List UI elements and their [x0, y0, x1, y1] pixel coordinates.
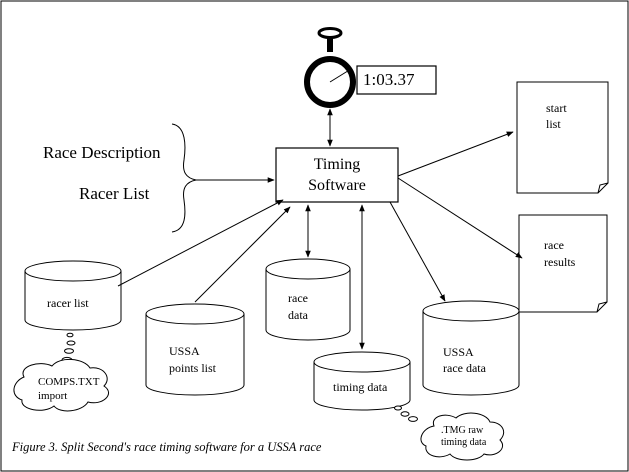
timer-readout: 1:03.37 [363, 70, 415, 89]
ussa-race-line2: race data [443, 361, 486, 375]
comps-cloud-line2: import [38, 390, 68, 402]
racer-list-label: Racer List [79, 184, 150, 203]
start-list-line1: start [546, 101, 567, 115]
start-list-document [516, 81, 609, 194]
tmg-thought-trail [394, 405, 418, 422]
tmg-cloud [420, 412, 505, 461]
race-description-label: Race Description [43, 143, 161, 162]
start-list-line2: list [546, 117, 561, 131]
tmg-cloud-line1: .TMG raw [441, 425, 484, 436]
software-results-arrow [397, 177, 523, 259]
ussa-points-list-cylinder [145, 303, 245, 396]
timing-data-cylinder [313, 351, 411, 411]
stopwatch-icon [304, 27, 356, 108]
software-label-line2: Software [308, 177, 366, 194]
ussa-race-line1: USSA [443, 345, 474, 359]
ussa-points-line2: points list [169, 361, 217, 375]
comps-thought-trail [61, 332, 76, 364]
tmg-cloud-line2: timing data [441, 437, 487, 448]
race-results-line2: results [544, 255, 576, 269]
racerlist-software-arrow [117, 199, 284, 287]
racer-list-cylinder-label: racer list [47, 296, 89, 310]
race-data-line1: race [288, 291, 308, 305]
timer-readout-box [356, 65, 437, 95]
race-results-line1: race [544, 238, 564, 252]
ussa-points-line1: USSA [169, 344, 200, 358]
input-brace [171, 123, 197, 233]
software-ussarace-arrow [389, 201, 446, 302]
points-software-arrow [194, 206, 291, 303]
timing-data-label: timing data [333, 380, 388, 394]
software-startlist-arrow [397, 131, 514, 177]
comps-cloud-line1: COMPS.TXT [38, 376, 100, 388]
racer-list-cylinder [24, 260, 122, 331]
race-data-cylinder [265, 258, 351, 341]
software-label-line1: Timing [313, 156, 361, 173]
comps-cloud [13, 359, 110, 412]
figure-caption: Figure 3. Split Second's race timing sof… [12, 440, 322, 454]
race-results-document [518, 214, 608, 313]
timing-software-box [275, 147, 399, 203]
ussa-race-data-cylinder [422, 300, 520, 396]
race-data-line2: data [288, 308, 308, 322]
